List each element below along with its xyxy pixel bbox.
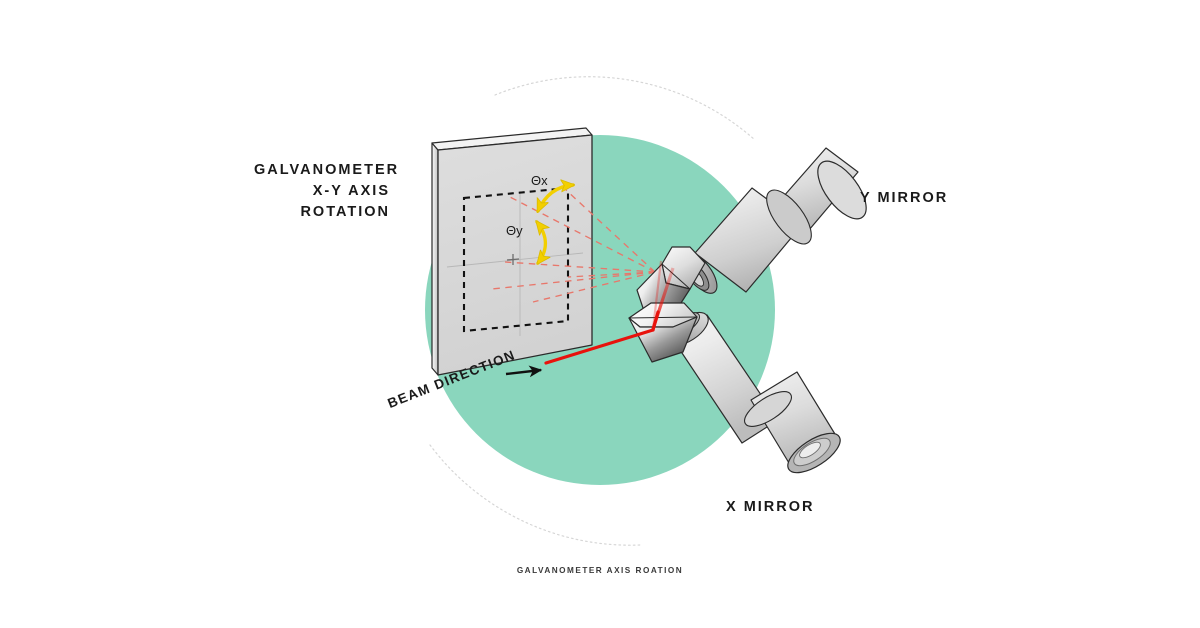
ray-to-upper-left (509, 196, 656, 273)
x-motor-endcap-bore (799, 441, 821, 459)
decorative-arcs (429, 76, 756, 546)
ray-to-mid-left (504, 261, 656, 273)
beam-direction-arrow-icon (505, 365, 543, 378)
y-motor-shoulder-ring (766, 189, 812, 245)
theta-y-arrow-icon (537, 222, 545, 263)
y-mirror-assembly (636, 147, 867, 318)
x-motor-shoulder-ring (744, 391, 792, 427)
diagram-caption: GALVANOMETER AXIS ROATION (516, 566, 684, 575)
scan-field-rectangle (462, 186, 570, 333)
projection-screen (431, 127, 593, 376)
beam-spread-highlight (651, 260, 663, 330)
y-mirror-label: Y MIRROR (860, 190, 949, 206)
theta-x-label: Θx (531, 173, 548, 188)
ray-to-lower-right (567, 271, 656, 278)
y-motor-endcap-face (817, 160, 867, 220)
ray-to-lower-left (491, 271, 656, 290)
incoming-laser-beam (544, 310, 660, 365)
y-mirror-crease (661, 263, 691, 290)
top-arc (494, 76, 756, 141)
theta-y-label: Θy (506, 223, 523, 238)
projected-ray-fan (491, 189, 656, 303)
beam-incoming-segment (544, 328, 655, 365)
ray-to-bottom (532, 271, 656, 303)
beam-vertex (651, 310, 660, 332)
theta-x-arrow-icon (536, 185, 573, 211)
screen-center-cross (506, 254, 520, 265)
galvanometer-rotation-label: GALVANOMETER X-Y AXIS ROTATION (254, 162, 400, 220)
x-mirror-crease (628, 316, 698, 319)
ray-to-upper-right (565, 189, 656, 273)
bottom-arc (429, 444, 641, 546)
screen-side-edge (431, 142, 439, 376)
x-mirror-assembly (628, 302, 841, 474)
x-mirror-label: X MIRROR (726, 499, 815, 515)
screen-face (437, 134, 593, 376)
